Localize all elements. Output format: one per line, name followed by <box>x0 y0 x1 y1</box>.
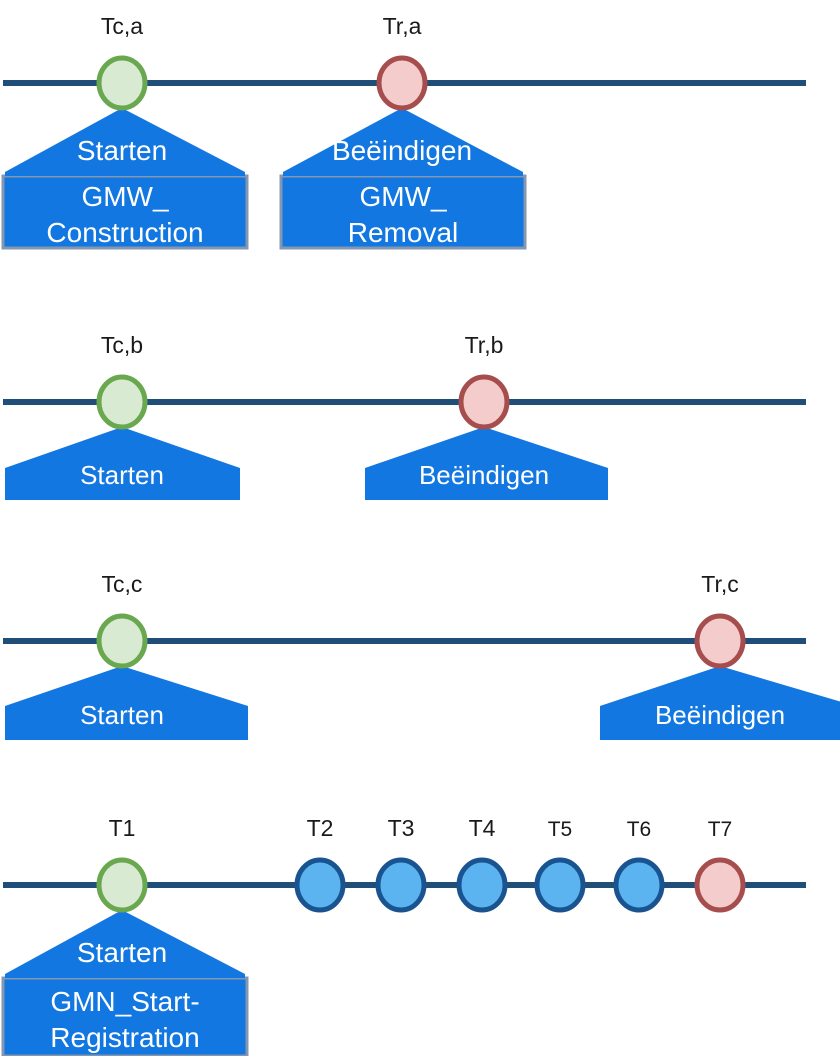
event-node-t1[interactable] <box>96 857 148 913</box>
event-shape-tr-b[interactable]: Beëindigen <box>365 427 608 500</box>
event-node-tr-b[interactable] <box>458 374 510 430</box>
timeline-row-row-c: Starten Beëindigen Tc,c Tr,c <box>3 571 840 740</box>
shape-roof-tr-b <box>365 427 608 500</box>
event-shape-tc-c[interactable]: Starten <box>5 666 248 740</box>
event-node-t6[interactable] <box>613 857 665 913</box>
shape-box-line-tc-a-0: GMW_ <box>81 181 169 212</box>
shape-box-line-tr-a-0: GMW_ <box>359 181 447 212</box>
event-shape-tc-b[interactable]: Starten <box>5 427 240 500</box>
shape-box-line-tc-a-1: Construction <box>46 217 203 248</box>
shape-box-tc-a <box>1 174 249 250</box>
shape-roof-label-tc-b: Starten <box>80 460 164 490</box>
event-label-t7: T7 <box>708 818 733 841</box>
event-label-tr-c: Tr,c <box>701 571 738 597</box>
shape-roof-label-tc-c: Starten <box>80 700 164 730</box>
shape-box-line-t1-1: Registration <box>50 1022 199 1053</box>
shape-roof-t1 <box>5 910 245 978</box>
event-label-tc-a: Tc,a <box>101 13 143 39</box>
event-label-tc-b: Tc,b <box>101 332 143 358</box>
event-node-t3[interactable] <box>375 857 427 913</box>
shape-roof-tc-c <box>5 666 248 740</box>
event-label-tc-c: Tc,c <box>102 571 143 597</box>
shape-roof-label-tr-c: Beëindigen <box>655 700 785 730</box>
timeline-row-row-b: Starten Beëindigen Tc,b Tr,b <box>3 332 806 500</box>
event-node-t4[interactable] <box>456 857 508 913</box>
shape-roof-tc-a <box>5 108 245 176</box>
event-label-tr-b: Tr,b <box>465 332 504 358</box>
event-shape-tr-c[interactable]: Beëindigen <box>600 666 840 740</box>
event-node-tc-c[interactable] <box>96 613 148 669</box>
shape-roof-label-tr-b: Beëindigen <box>419 460 549 490</box>
shape-roof-tr-a <box>283 108 523 176</box>
shape-box-tr-a <box>279 174 527 250</box>
event-label-t3: T3 <box>388 815 415 841</box>
event-node-tc-b[interactable] <box>96 374 148 430</box>
event-label-t2: T2 <box>307 815 334 841</box>
event-label-t5: T5 <box>548 818 573 841</box>
event-node-t2[interactable] <box>294 857 346 913</box>
shape-roof-label-tc-a: Starten <box>77 135 167 166</box>
event-node-tc-a[interactable] <box>96 55 148 111</box>
event-label-t1: T1 <box>109 815 136 841</box>
shape-roof-tr-c <box>600 666 840 740</box>
shape-roof-label-t1: Starten <box>77 937 167 968</box>
event-label-tr-a: Tr,a <box>383 13 422 39</box>
event-node-tr-c[interactable] <box>694 613 746 669</box>
shape-box-line-tr-a-1: Removal <box>348 217 458 248</box>
shape-roof-tc-b <box>5 427 240 500</box>
event-node-t5[interactable] <box>534 857 586 913</box>
event-label-t4: T4 <box>469 815 496 841</box>
event-node-t7[interactable] <box>694 857 746 913</box>
shape-box-line-t1-0: GMN_Start- <box>50 986 199 1017</box>
event-node-tr-a[interactable] <box>376 55 428 111</box>
event-label-t6: T6 <box>627 818 652 841</box>
shape-roof-label-tr-a: Beëindigen <box>332 135 472 166</box>
